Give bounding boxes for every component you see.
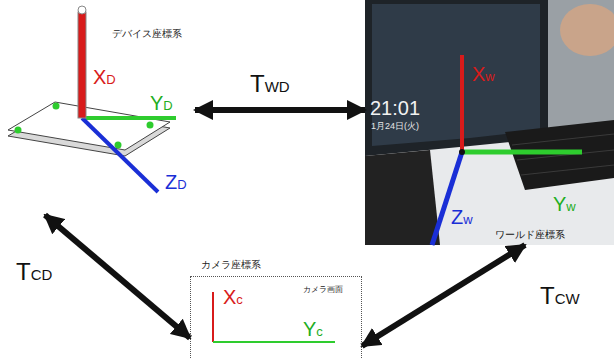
camera-screen: カメラ座標系カメラ画面XcYc [190, 276, 362, 359]
y-axis [213, 341, 335, 343]
clock-time: 21:01 [370, 96, 420, 120]
transform-arrow [195, 107, 365, 113]
dark-box [365, 150, 440, 245]
system-title: デバイス座標系 [112, 28, 182, 40]
clock-date: 1月24日(火) [371, 121, 419, 132]
marker-dot [53, 103, 60, 110]
transform-arrow [362, 245, 525, 346]
axis-label: YD [150, 91, 173, 115]
axis-label: Xc [223, 285, 243, 309]
system-title: カメラ座標系 [201, 259, 261, 271]
origin [459, 149, 465, 155]
marker-dot [115, 142, 122, 149]
axis-label: Zw [451, 205, 473, 229]
x-axis [212, 292, 214, 342]
axis-label: Yw [553, 192, 576, 216]
key-row [521, 165, 614, 175]
transform-arrow [45, 215, 190, 338]
transform-label: TCW [540, 282, 580, 311]
key-row [512, 134, 614, 145]
axis-label: Yc [303, 317, 323, 341]
system-title: ワールド座標系 [493, 229, 567, 241]
x-axis [460, 55, 464, 152]
y-axis [462, 150, 582, 155]
z-axis [432, 152, 462, 245]
axis-label: XD [93, 65, 116, 89]
keyboard [505, 120, 614, 190]
y-axis [82, 116, 176, 120]
monitor-screen [372, 4, 540, 146]
screen-label: カメラ画面 [303, 285, 343, 295]
marker-dot [147, 122, 154, 129]
axis-tip [78, 6, 86, 14]
marker-dot [15, 127, 22, 134]
z-axis [82, 118, 158, 192]
axis-label: ZD [165, 170, 187, 194]
transform-label: TCD [16, 258, 52, 287]
x-axis [78, 12, 86, 118]
transform-label: TWD [250, 70, 290, 99]
device-frame: デバイス座標系 XD YD ZD [5, 5, 195, 215]
axis-label: Xw [472, 62, 495, 86]
hand [560, 4, 614, 56]
